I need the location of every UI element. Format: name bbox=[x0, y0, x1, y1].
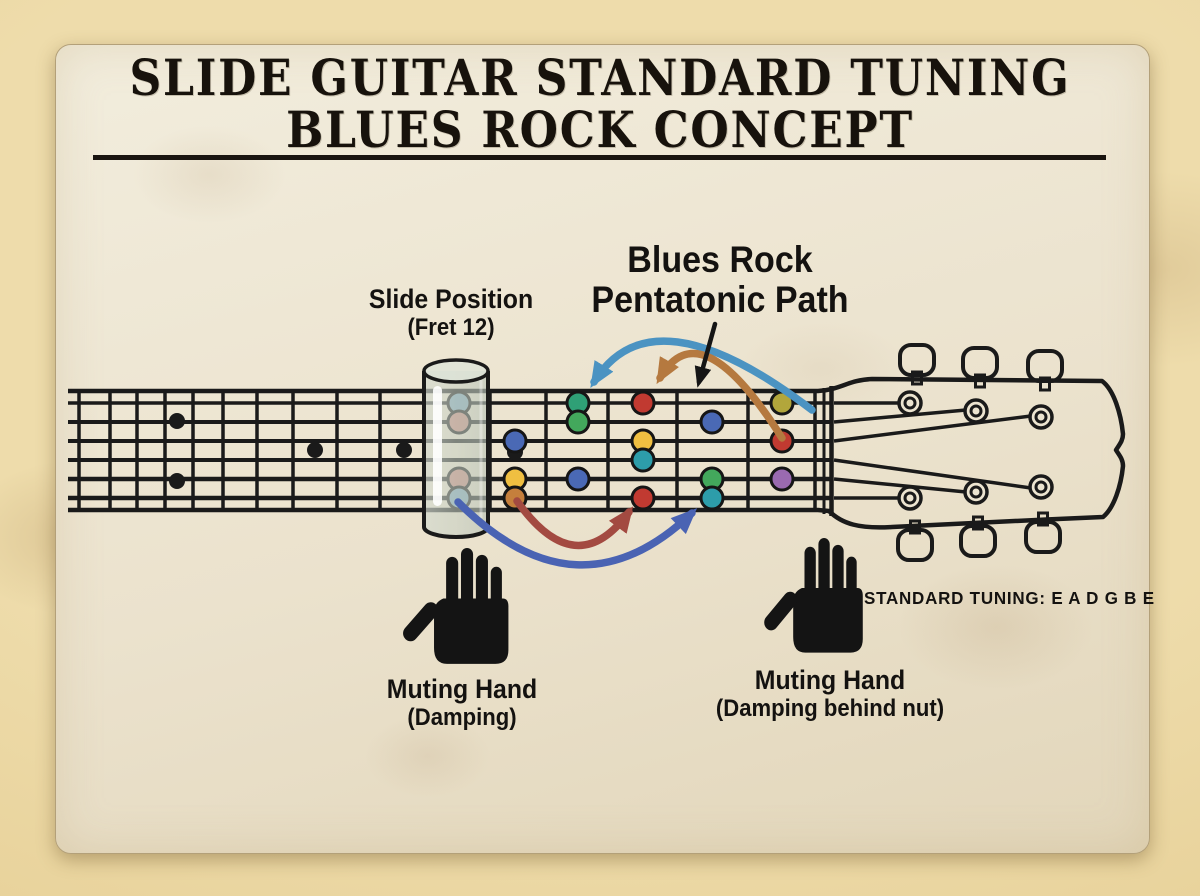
tuner-post-outer bbox=[963, 398, 989, 424]
arrow-tan-arc bbox=[656, 349, 786, 442]
tuner-stem bbox=[972, 515, 984, 531]
headstock-strings bbox=[833, 401, 1032, 500]
pentatonic-line1: Blues Rock bbox=[627, 239, 813, 280]
arrow-royal-arc bbox=[454, 498, 698, 569]
tuner-post-inner bbox=[1034, 410, 1048, 424]
muting-hand-right-label: Muting Hand (Damping behind nut) bbox=[681, 665, 979, 722]
tuner-stem bbox=[911, 370, 923, 386]
page-title-line2: BLUES ROCK CONCEPT bbox=[286, 100, 914, 159]
note-dot bbox=[699, 485, 725, 511]
tuner-stem bbox=[1037, 511, 1049, 527]
slide-highlight bbox=[433, 386, 442, 506]
page-title-line1: SLIDE GUITAR STANDARD TUNING bbox=[129, 48, 1071, 107]
muting-right-line2: (Damping behind nut) bbox=[715, 695, 945, 722]
muting-hand-left-label: Muting Hand (Damping) bbox=[324, 674, 600, 731]
tuner-stem bbox=[909, 519, 921, 535]
title-underline bbox=[93, 155, 1106, 160]
tuner-post-inner bbox=[1034, 480, 1048, 494]
pentatonic-path-label: Blues Rock Pentatonic Path bbox=[545, 240, 895, 320]
slide-position-label: Slide Position (Fret 12) bbox=[313, 284, 589, 341]
tuner-post-inner bbox=[903, 491, 917, 505]
pentatonic-note-dots bbox=[446, 390, 795, 511]
tuner-post-outer bbox=[897, 390, 923, 416]
muting-hand-left-icon bbox=[399, 547, 509, 664]
slide-top-opening bbox=[422, 358, 490, 384]
tuner-stem bbox=[1039, 376, 1051, 392]
note-dot bbox=[630, 447, 656, 473]
muting-hand-right-icon bbox=[761, 537, 863, 653]
slide-position-line1: Slide Position bbox=[368, 284, 534, 314]
inlay-dot bbox=[307, 442, 323, 458]
tuner-button bbox=[1024, 520, 1062, 554]
muting-right-line1: Muting Hand bbox=[754, 665, 906, 695]
note-dot bbox=[699, 409, 725, 435]
pentatonic-line2: Pentatonic Path bbox=[591, 279, 849, 320]
tuner-post-outer bbox=[1028, 404, 1054, 430]
tuner-post-inner bbox=[969, 485, 983, 499]
note-dot bbox=[502, 428, 528, 454]
arrow-sky-arc bbox=[590, 337, 816, 414]
tuner-post-outer bbox=[1028, 474, 1054, 500]
neck-and-headstock bbox=[68, 343, 1126, 562]
glass-slide bbox=[422, 358, 490, 539]
inlay-dot bbox=[169, 473, 185, 489]
note-dot bbox=[630, 390, 656, 416]
inlay-dot bbox=[169, 413, 185, 429]
arrow-maroon-arc bbox=[513, 497, 634, 550]
tuner-button bbox=[896, 528, 934, 562]
tuner-button bbox=[959, 524, 997, 558]
tuner-button bbox=[898, 343, 936, 377]
muting-left-line1: Muting Hand bbox=[386, 674, 538, 704]
tuner-button bbox=[961, 346, 999, 380]
fret-lines bbox=[77, 392, 817, 510]
note-dot bbox=[630, 485, 656, 511]
tuner-post-inner bbox=[903, 396, 917, 410]
note-dot bbox=[565, 409, 591, 435]
note-dot bbox=[565, 466, 591, 492]
tuner-button bbox=[1026, 349, 1064, 383]
tuner-post-inner bbox=[969, 404, 983, 418]
note-dot bbox=[769, 466, 795, 492]
tuner-post-outer bbox=[897, 485, 923, 511]
path-arrows bbox=[454, 321, 816, 569]
inlay-dot bbox=[396, 442, 412, 458]
tuner-stem bbox=[974, 373, 986, 389]
tuning-machines bbox=[896, 343, 1064, 562]
tuning-label: STANDARD TUNING: E A D G B E bbox=[864, 588, 1155, 608]
slide-position-line2: (Fret 12) bbox=[407, 314, 495, 341]
tuner-post-outer bbox=[963, 479, 989, 505]
arrow-black-pointer bbox=[694, 321, 718, 388]
page-title: SLIDE GUITAR STANDARD TUNING BLUES ROCK … bbox=[125, 52, 1075, 156]
neck-headstock-outline bbox=[68, 376, 1126, 530]
muting-left-line2: (Damping) bbox=[407, 704, 517, 731]
paper-card bbox=[55, 44, 1150, 854]
